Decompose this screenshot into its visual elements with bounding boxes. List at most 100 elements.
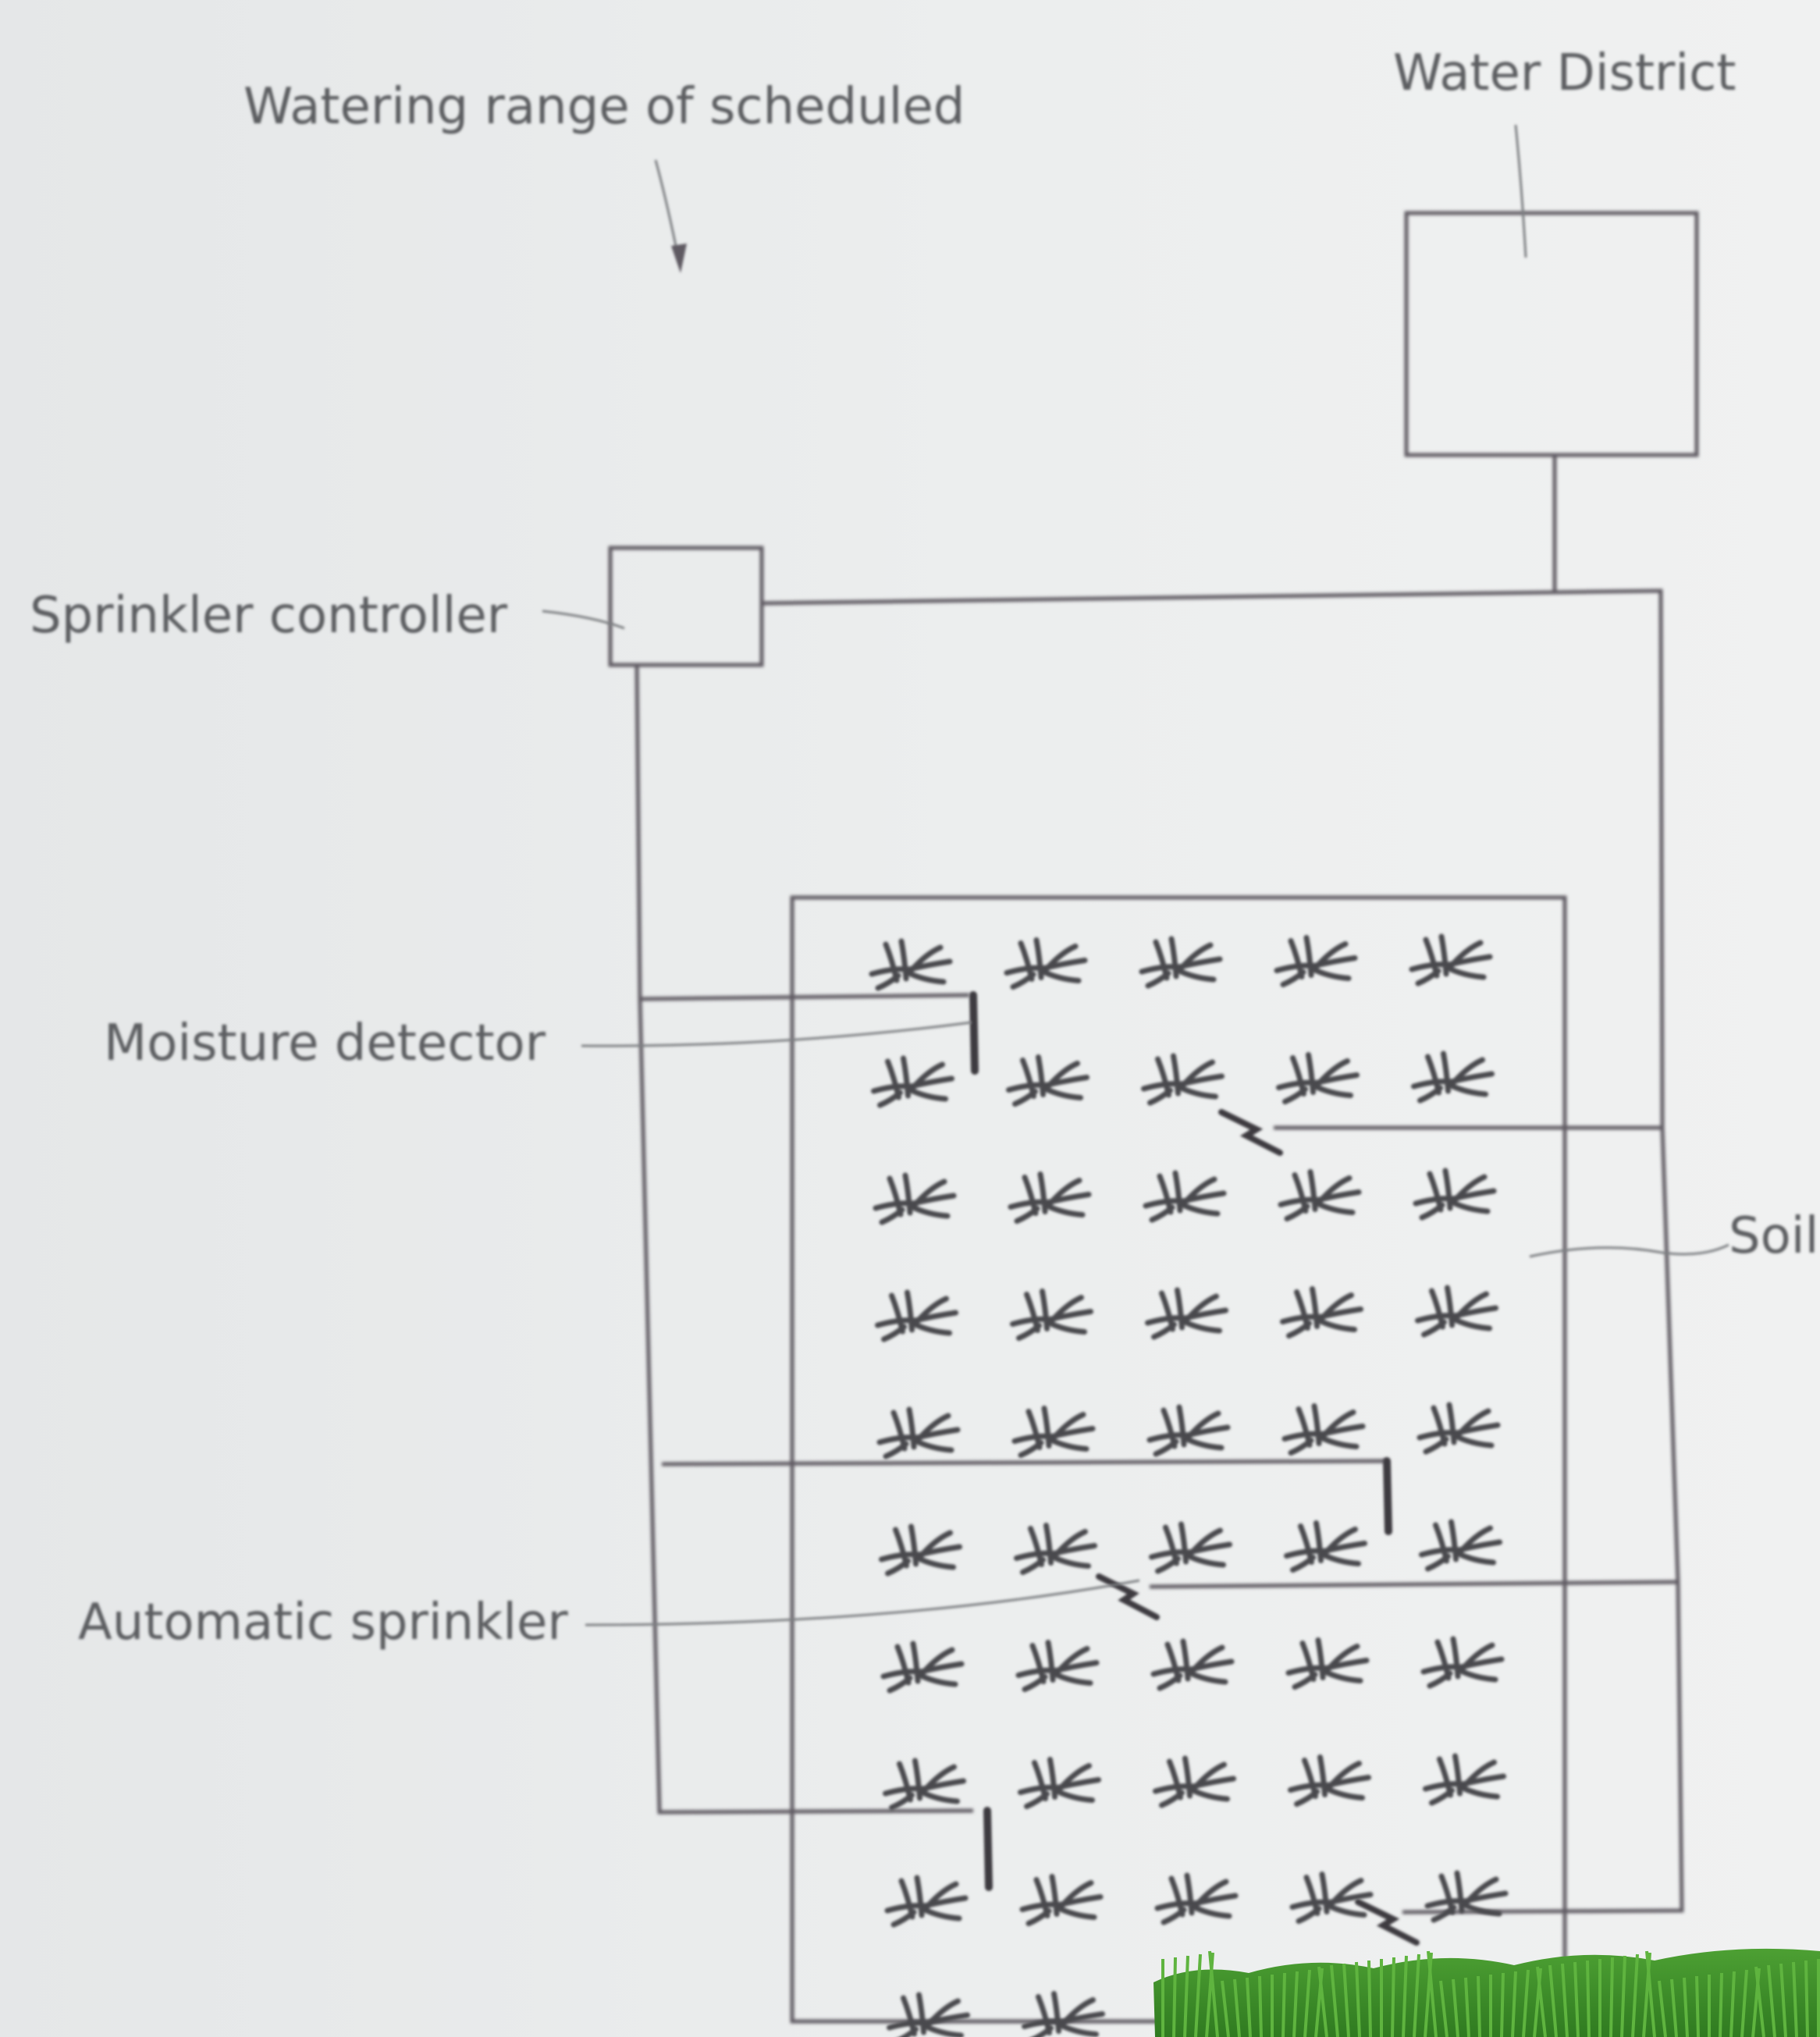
grass-blade [1500,1972,1505,2037]
plant [1154,1872,1239,1925]
plant [887,1992,970,2037]
grass-blade [1246,1977,1252,2037]
moisture-detector-leader [581,1021,972,1047]
sprinkler-controller-label: Sprinkler controller [30,587,508,645]
plant [1419,1519,1502,1572]
grass-blade [1536,1966,1547,2037]
soil-label: Soil [1729,1207,1818,1265]
grass-blade [1342,1963,1350,2037]
plant [1417,1402,1501,1455]
plant [879,1523,962,1577]
plant [1288,1754,1371,1807]
automatic-sprinkler-label: Automatic sprinkler [78,1594,568,1651]
grass-patch [1153,1948,1820,2037]
sprinkler-controller-box [608,546,764,667]
plant [1139,936,1223,989]
plant [1004,937,1088,990]
grass-blade [1391,1957,1395,2037]
plant [869,938,953,991]
automatic-sprinkler-3 [1355,1899,1420,1946]
grass-blade [1511,1971,1517,2037]
plant [1420,1636,1505,1689]
plant [1289,1872,1374,1924]
grass-blade [1561,1963,1569,2037]
plant [880,1641,965,1694]
grass-blade [1221,1980,1230,2037]
grass-blade [1427,1950,1438,2037]
grass-blade [1439,1980,1449,2037]
detector-circuit-1-lower [638,998,974,1815]
grass-blade [1355,1961,1361,2037]
watering-range-label: Watering range of scheduled [243,78,965,136]
plant [884,1875,969,1928]
grass-blade [1330,1964,1339,2037]
grass-blade [1183,1955,1189,2037]
plant [1281,1403,1366,1456]
plant [1276,1052,1360,1104]
plant [1409,933,1493,987]
grass-blade [1258,1975,1263,2037]
grass-blade [1670,1978,1678,2037]
grass-blade [1208,1950,1219,2037]
grass-blade [1292,1971,1299,2037]
plant [1141,1053,1225,1106]
grass-blade [1194,1953,1202,2037]
plant [1284,1520,1367,1573]
detector-circuit-1 [639,993,970,1001]
plant [1285,1637,1370,1690]
plant [1006,1054,1090,1107]
moisture-detector-1 [969,991,979,1075]
grass-blade [1281,1972,1286,2037]
grass-blade [1645,1950,1656,2037]
grass-blade [1740,1969,1748,2037]
grass-blade [1729,1971,1736,2037]
plant [1278,1169,1362,1221]
plant [1146,1404,1231,1457]
plant [1280,1286,1363,1338]
detector-circuit-2 [661,1459,1386,1466]
plant [1150,1638,1235,1691]
plant [883,1758,966,1811]
watering-range-arrowhead [671,244,687,273]
grass-blade [1609,1957,1614,2037]
grass-blade [1522,1969,1530,2037]
grass-blade [1683,1977,1689,2037]
plant [1423,1753,1506,1806]
plant [1415,1285,1498,1338]
water-district-label: Water District [1393,44,1736,102]
grass-blade [1367,1960,1372,2037]
plant [1019,1874,1104,1926]
plant [876,1406,961,1459]
grass-blade [1779,1963,1787,2037]
plant [875,1289,958,1342]
grass-blade [1303,1969,1311,2037]
water-district-leader [1514,124,1527,258]
plant [1015,1640,1100,1692]
water-district-box [1404,211,1699,457]
grass-blade [1548,1964,1558,2037]
plant [1143,1170,1227,1223]
grass-blade [1620,1955,1626,2037]
sprinkler-controller-leader [542,610,625,630]
plant [871,1055,954,1108]
plant-grid [869,933,1510,2037]
grass-blade [1233,1978,1241,2037]
sprinkler-line-2 [1149,1580,1679,1589]
plant [1022,1991,1105,2037]
plant [873,1172,957,1225]
grass-blade [1754,1966,1765,2037]
grass-blade [1452,1978,1459,2037]
moisture-detector-2 [1383,1457,1392,1535]
plant [1145,1287,1228,1340]
soil-leader [1529,1243,1729,1258]
grass-blade [1792,1961,1798,2037]
controller-feed-line [635,664,642,1000]
automatic-sprinkler-1 [1218,1109,1283,1156]
grass-blade [1172,1957,1177,2037]
grass-blade [1477,1975,1481,2037]
automatic-sprinkler-leader [585,1579,1140,1626]
grass-blade [1658,1980,1667,2037]
right-return-line [1402,1127,1684,1914]
